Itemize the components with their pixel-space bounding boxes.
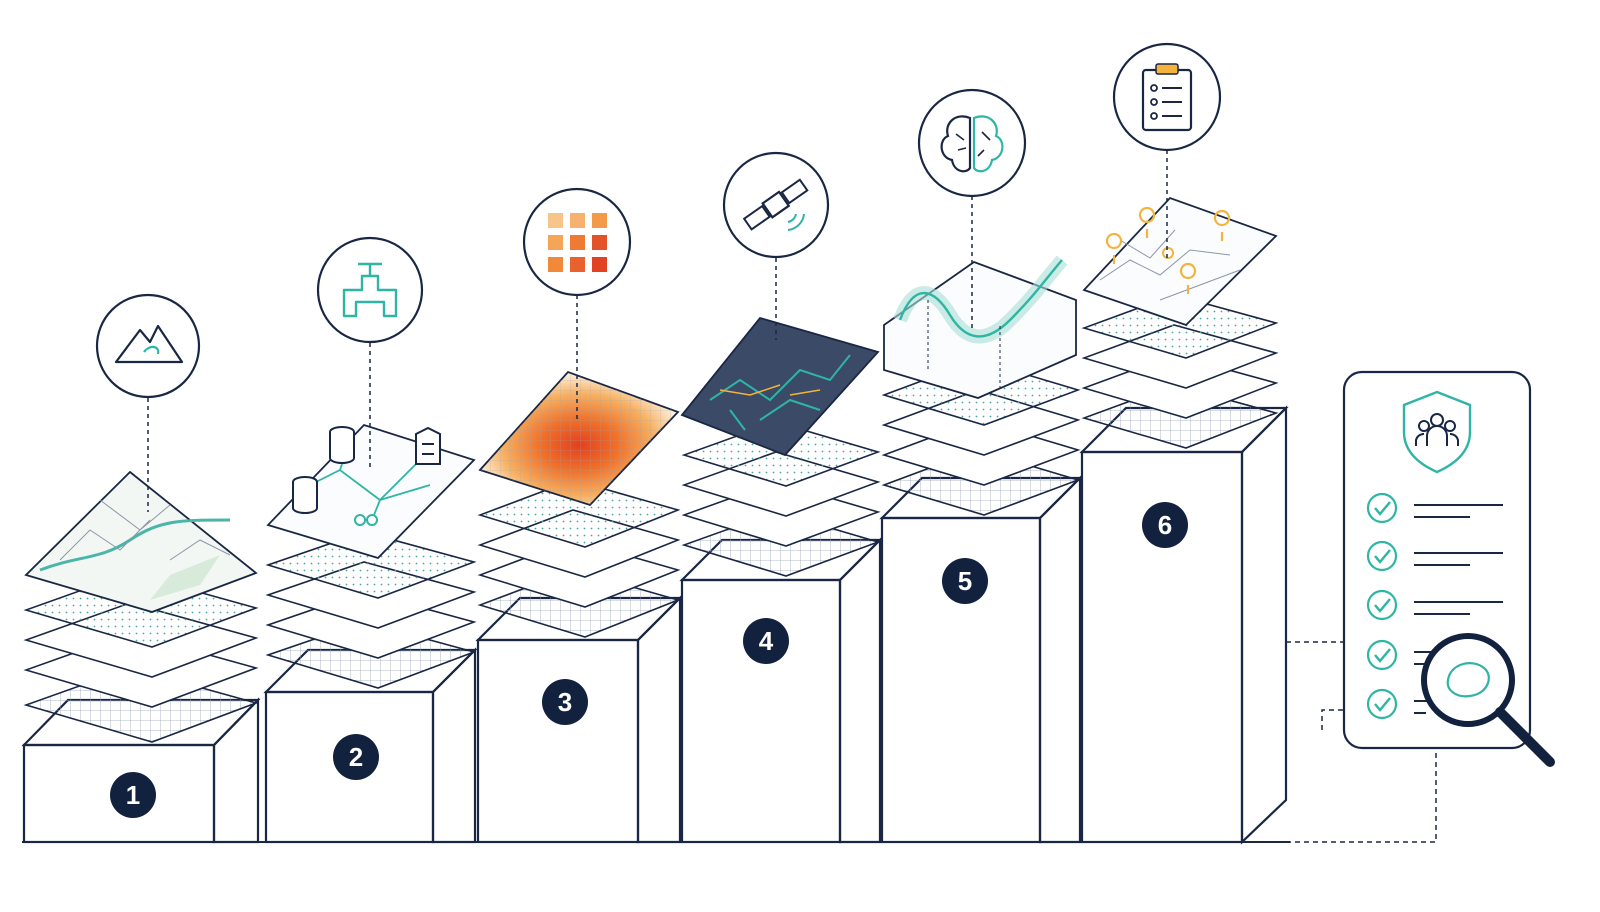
step-1-number: 1	[126, 780, 140, 810]
layer-stack-1	[23, 470, 259, 743]
mountain-icon	[95, 293, 201, 399]
terrain-map-layer	[24, 470, 258, 613]
pillar-1	[21, 697, 261, 844]
satellite-imagery-layer	[680, 316, 880, 457]
pump-station-icon	[415, 426, 441, 465]
valve-pipe-icon	[316, 236, 424, 344]
pillar-5	[879, 475, 1083, 844]
step-5-number: 5	[958, 566, 972, 596]
layer-stack-2	[265, 423, 477, 689]
checklist	[1366, 492, 1503, 720]
step-3-group: 3	[475, 187, 683, 844]
step-6-badge: 6	[1142, 502, 1188, 548]
magnifier-icon	[1421, 633, 1555, 767]
report-panel	[1250, 370, 1555, 843]
pillar-4	[679, 537, 883, 844]
layer-stack-6	[1081, 196, 1279, 449]
brain-ai-icon	[917, 88, 1027, 198]
check-item	[1366, 540, 1503, 572]
location-pins	[1105, 206, 1231, 294]
step-6-number: 6	[1158, 510, 1172, 540]
step-2-badge: 2	[333, 734, 379, 780]
step-4-badge: 4	[743, 618, 789, 664]
step-1-group: 1	[21, 293, 261, 844]
clipboard-checklist-icon	[1112, 42, 1222, 152]
pillar-6	[1079, 405, 1289, 845]
step-1-badge: 1	[110, 772, 156, 818]
step-6-group: 6	[1079, 42, 1289, 845]
layer-stack-3	[477, 370, 681, 638]
step-4-number: 4	[759, 626, 774, 656]
step-4-group: 4	[679, 151, 883, 844]
layer-stack-4	[680, 316, 881, 577]
database-icon-b	[292, 476, 318, 514]
layer-stack-5	[881, 255, 1081, 516]
satellite-icon	[722, 151, 830, 259]
step-3-badge: 3	[542, 679, 588, 725]
check-item	[1366, 589, 1503, 621]
step-2-number: 2	[349, 742, 363, 772]
shield-people-icon	[1402, 390, 1472, 474]
grid-heatmap-icon	[522, 187, 632, 297]
check-item	[1366, 492, 1503, 524]
pillar-2	[263, 647, 478, 844]
step-5-badge: 5	[942, 558, 988, 604]
step-2-group: 2	[263, 236, 478, 844]
pin-map-layer	[1082, 196, 1278, 327]
database-icon-a	[329, 426, 355, 464]
step-5-group: 5	[879, 88, 1083, 844]
step-3-number: 3	[558, 687, 572, 717]
